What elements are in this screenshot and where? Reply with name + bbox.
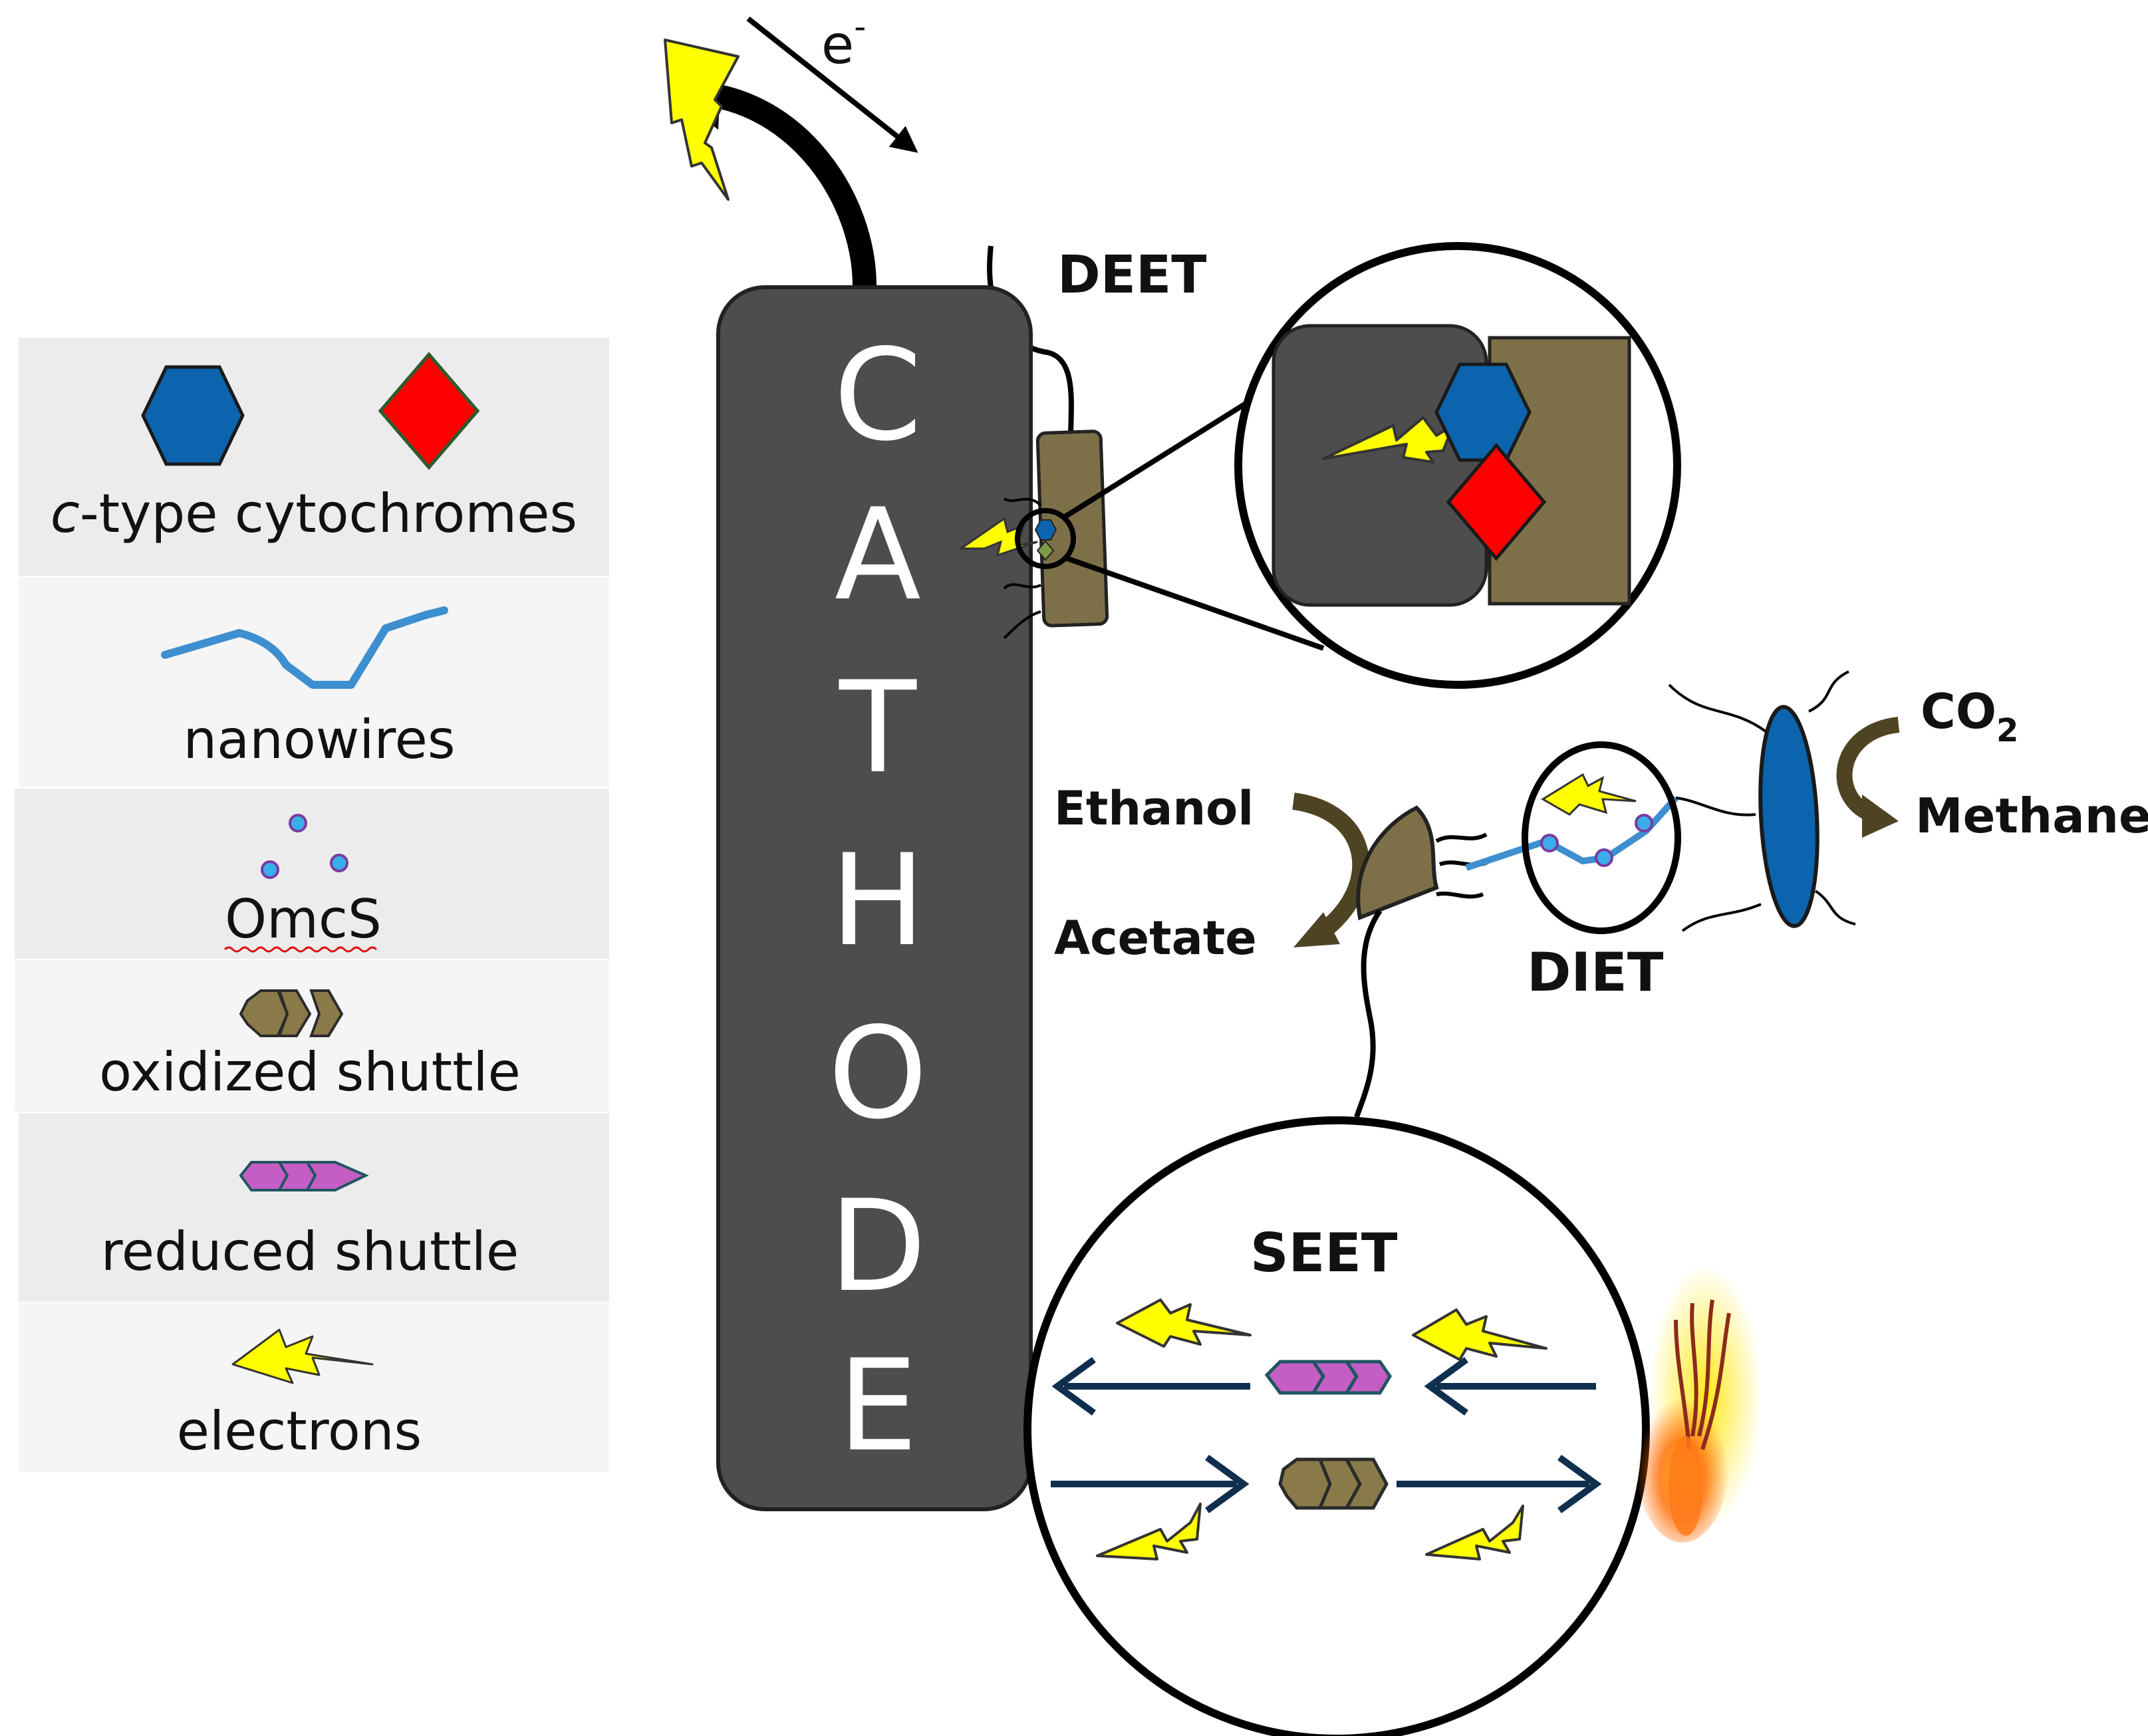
geobacter-cell [1356,805,1439,921]
seet-electron-icon [1412,1308,1547,1361]
deet-section: DEET [958,242,1681,689]
seet-electron-icon [1116,1299,1252,1348]
cytochrome-diamond-icon [1446,443,1547,561]
deet-label: DEET [1057,245,1207,305]
legend: c-type cytochromes nanowires OmcS oxidiz… [15,338,609,1472]
legend-reduced-shuttle-icon [239,1161,369,1191]
co2-conversion-arrow [1836,717,1900,822]
legend-electron-icon [231,1328,374,1384]
seet-arrowhead [1051,1356,1096,1416]
omcs-dot-icon [1595,848,1613,867]
legend-nanowire-icon [161,606,448,689]
seet-arrowhead [1557,1454,1602,1514]
legend-label-nanowires: nanowires [183,709,455,771]
zoom-line [1066,556,1325,651]
cathode-letter: O [828,1000,928,1147]
co2-label: CO2 [1921,683,2018,749]
methanogen-cell [1758,705,1819,928]
methanogen-contact [1675,797,1756,816]
legend-panel-reduced [19,1113,609,1302]
power-wire [694,81,876,287]
diet-circle [1522,741,1681,934]
seet-oxidized-shuttle-icon [1278,1457,1389,1510]
seet-section: SEET [1023,1116,1762,1736]
omcs-dot-icon [1540,834,1559,852]
legend-label-electrons: electrons [177,1400,422,1462]
cathode-letter: C [834,322,922,469]
electron-flow-arrow [746,16,918,153]
legend-label-omcs: OmcS [225,888,382,950]
legend-panel-electrons [19,1303,609,1472]
acetate-label: Acetate [1054,911,1257,965]
co2-conversion-arrowhead [1862,795,1899,838]
legend-panel-omcs [15,789,609,959]
cathode-electrode [716,285,1033,1511]
seet-reduced-shuttle-icon [1264,1360,1392,1395]
ethanol-label: Ethanol [1054,781,1254,836]
glowing-bacterium-cell [1669,1436,1703,1536]
zoom-cathode-block [1272,324,1488,607]
circuit: e- [664,7,1074,439]
ethanol-conversion-arrowhead [1293,912,1340,947]
methanogen-flagella [1668,670,1856,932]
legend-omcs-dot-icon [261,860,279,879]
small-hexagon-icon [1034,519,1057,541]
small-diamond-icon [1036,540,1055,561]
diet-electron-icon [1541,773,1637,816]
cathode: C A T H O D E [716,285,1033,1511]
legend-diamond-icon [378,352,480,470]
geobacter-flagellum [1354,909,1383,1118]
legend-hexagon-icon [141,365,245,466]
cathode-letter: E [838,1332,918,1479]
legend-label-cytochromes: c-type cytochromes [51,483,577,545]
seet-electron-icon [1096,1503,1202,1560]
seet-electron-icon [1425,1505,1524,1560]
cathode-letter: T [839,654,917,801]
pili [1003,497,1042,640]
diet-label: DIET [1527,941,1664,1003]
cathode-letter: H [831,827,926,974]
legend-oxidized-shuttle-icon [239,989,344,1037]
legend-omcs-dot-icon [289,814,307,832]
methane-label: Methane [1915,788,2148,844]
cathode-letter: A [835,481,921,628]
zoom-source-circle [1015,508,1076,569]
seet-arrowhead [1205,1454,1250,1514]
seet-label: SEET [1250,1222,1398,1284]
ethanol-conversion-arrow [1292,793,1370,938]
omcs-dot-icon [1635,814,1653,832]
cathode-letter: D [829,1173,926,1320]
power-bolt-icon [664,39,739,201]
legend-label-reduced: reduced shuttle [101,1221,519,1283]
spellcheck-underline [223,946,378,953]
seet-circle [1023,1116,1650,1736]
legend-omcs-dot-icon [330,854,348,872]
legend-panel-cytochromes [19,338,609,576]
legend-label-oxidized: oxidized shuttle [99,1041,521,1103]
glowing-bacterium-flagella [1674,1299,1731,1450]
diet-section: Ethanol Acetate DIET CO2 Methane [1054,670,2148,1118]
electron-label: e- [821,7,866,76]
seet-arrowhead [1424,1356,1468,1416]
